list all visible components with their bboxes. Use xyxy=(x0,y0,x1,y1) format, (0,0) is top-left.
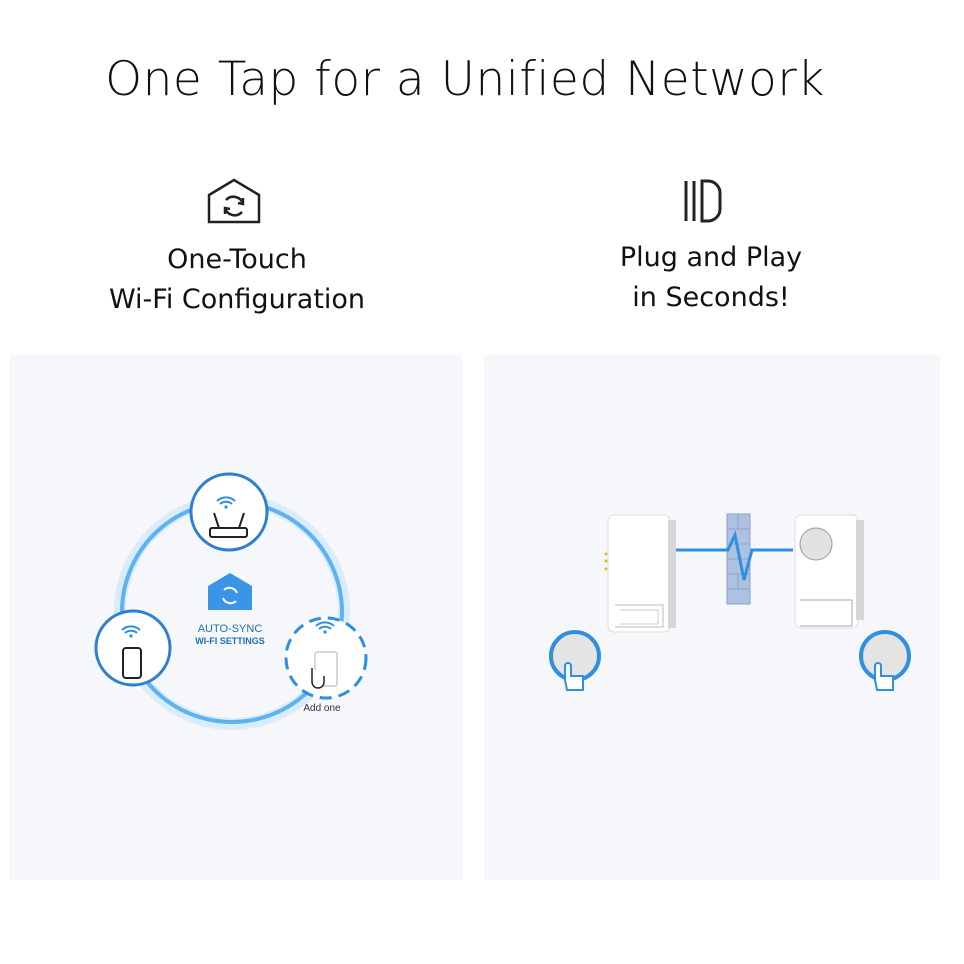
powerline-signal xyxy=(676,530,793,581)
feature-line: in Seconds! xyxy=(632,282,790,313)
wifi-settings-label: WI-FI SETTINGS xyxy=(195,636,265,646)
hand-pointer-icon xyxy=(564,662,584,691)
powerline-adapter-right xyxy=(794,514,864,629)
extender-node xyxy=(94,609,172,687)
router-node xyxy=(189,472,269,552)
feature-line: Plug and Play xyxy=(619,242,803,273)
hand-pointer-icon xyxy=(311,668,325,689)
left-panel xyxy=(10,355,462,880)
pair-button-right[interactable] xyxy=(859,630,911,691)
house-sync-badge xyxy=(208,573,252,610)
page-title: One Tap for a Unified Network xyxy=(105,52,825,107)
feature-one-touch: One-Touch Wi-Fi Configuration xyxy=(87,240,387,320)
pair-button-left[interactable] xyxy=(549,630,601,691)
feature-line: Wi-Fi Configuration xyxy=(108,284,366,315)
add-one-label: Add one xyxy=(303,703,341,714)
add-one-node[interactable] xyxy=(284,616,368,700)
feature-line: One-Touch xyxy=(167,244,307,275)
auto-sync-label: AUTO-SYNC xyxy=(197,623,263,635)
feature-plug-play: Plug and Play in Seconds! xyxy=(561,238,861,318)
hand-pointer-icon xyxy=(874,662,894,691)
powerline-adapter-left xyxy=(604,514,676,633)
